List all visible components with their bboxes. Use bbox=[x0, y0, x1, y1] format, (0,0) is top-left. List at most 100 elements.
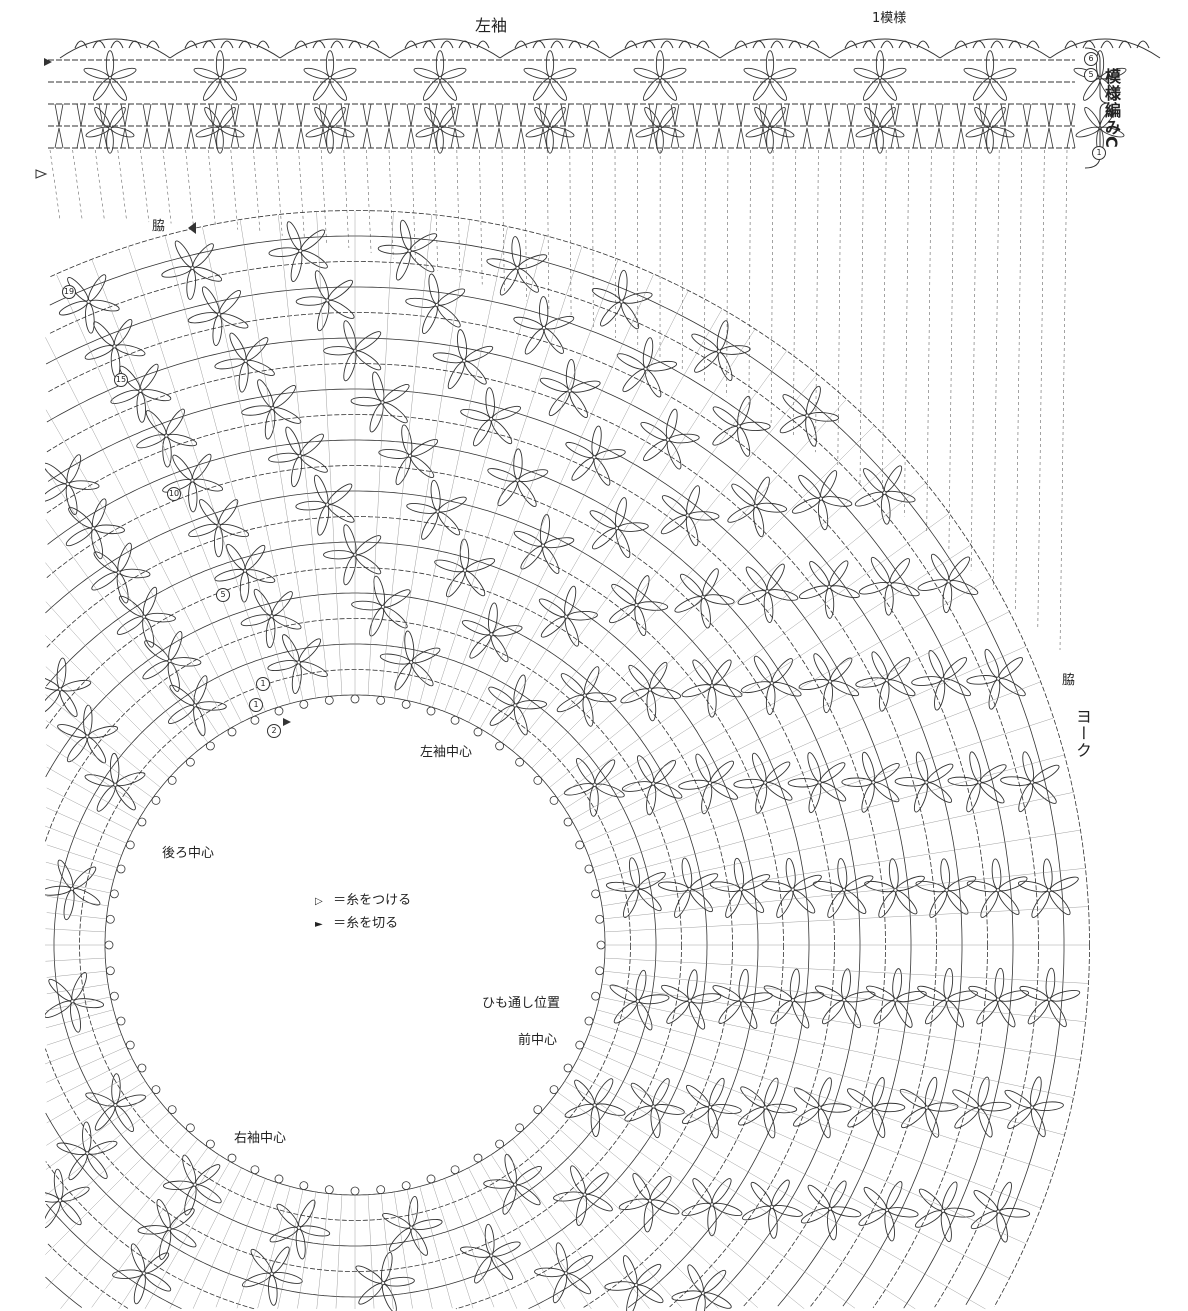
stitch-v bbox=[692, 103, 702, 149]
picot bbox=[227, 727, 237, 737]
petal bbox=[438, 496, 467, 513]
connector-line bbox=[253, 149, 261, 233]
connector-line bbox=[1059, 149, 1068, 651]
petal bbox=[636, 1284, 664, 1304]
picot bbox=[734, 40, 748, 49]
petal bbox=[513, 674, 526, 705]
picot bbox=[105, 966, 115, 976]
petal bbox=[674, 889, 691, 918]
stitch-column bbox=[45, 1009, 114, 1029]
petal bbox=[660, 515, 687, 535]
petal bbox=[924, 1000, 947, 1025]
petal bbox=[314, 106, 331, 128]
petal bbox=[817, 499, 829, 531]
stitch-column bbox=[46, 895, 109, 907]
flower-motif bbox=[379, 630, 441, 691]
connector-line bbox=[881, 149, 887, 500]
picot bbox=[116, 864, 126, 874]
petal bbox=[928, 649, 944, 679]
petal bbox=[488, 602, 498, 634]
stitch-column bbox=[601, 829, 1080, 907]
petal bbox=[314, 270, 329, 300]
petal bbox=[1032, 764, 1060, 783]
connector-line bbox=[859, 149, 864, 484]
petal bbox=[272, 615, 302, 630]
petal bbox=[515, 1184, 541, 1206]
petal bbox=[813, 653, 831, 681]
flower-motif bbox=[91, 542, 151, 604]
stitch-column bbox=[599, 996, 1074, 1098]
row-marker: 6 bbox=[1084, 52, 1098, 66]
petal bbox=[915, 880, 946, 893]
petal bbox=[549, 106, 566, 128]
petal bbox=[71, 972, 87, 1001]
petal bbox=[415, 126, 440, 138]
petal bbox=[688, 511, 720, 521]
petal bbox=[690, 993, 722, 1004]
petal bbox=[635, 969, 647, 1001]
petal bbox=[220, 67, 247, 80]
legend-item: ▷ ＝糸をつける bbox=[315, 890, 411, 913]
stitch-column bbox=[316, 1193, 330, 1310]
picot bbox=[125, 840, 135, 850]
petal bbox=[343, 524, 357, 554]
stitch-column bbox=[257, 1186, 291, 1309]
petal bbox=[968, 985, 998, 1001]
petal bbox=[637, 888, 662, 912]
connector-line bbox=[433, 149, 439, 271]
petal bbox=[737, 395, 751, 426]
petal bbox=[769, 78, 788, 101]
yoke-round bbox=[49, 235, 1065, 1306]
petal bbox=[109, 78, 128, 101]
picot bbox=[624, 40, 638, 49]
picot bbox=[116, 1016, 126, 1026]
petal bbox=[499, 268, 518, 296]
flower-motif bbox=[513, 296, 575, 355]
stitch-v bbox=[934, 103, 944, 149]
flower-motif bbox=[853, 50, 907, 101]
petal bbox=[245, 569, 276, 583]
petal bbox=[644, 369, 662, 398]
petal bbox=[137, 1225, 169, 1235]
petal bbox=[692, 1178, 713, 1204]
stitch-v bbox=[780, 103, 790, 149]
flower-motif bbox=[487, 448, 549, 507]
petal bbox=[656, 128, 664, 154]
flower-motif bbox=[779, 385, 840, 447]
stitch-column bbox=[45, 694, 161, 788]
petal bbox=[944, 1207, 975, 1218]
flower-motif bbox=[591, 269, 653, 330]
flower-motif bbox=[269, 1199, 331, 1260]
picot bbox=[376, 695, 386, 705]
petal bbox=[649, 1175, 672, 1201]
petal bbox=[1019, 985, 1049, 1001]
picot bbox=[137, 817, 147, 827]
row-marker: 1 bbox=[256, 677, 270, 691]
petal bbox=[591, 288, 621, 303]
petal bbox=[929, 890, 948, 918]
petal bbox=[830, 680, 860, 697]
connector-line bbox=[704, 149, 706, 384]
flower-motif bbox=[57, 704, 119, 764]
picot bbox=[1100, 40, 1114, 49]
petal bbox=[460, 408, 491, 421]
picot bbox=[1064, 40, 1078, 49]
petal bbox=[765, 684, 776, 715]
petal bbox=[679, 573, 703, 597]
petal bbox=[469, 634, 492, 659]
flower-motif bbox=[737, 563, 799, 623]
petal bbox=[765, 782, 793, 801]
picot bbox=[366, 40, 380, 49]
stitch-column bbox=[444, 1178, 495, 1308]
picot bbox=[596, 940, 606, 950]
stitch-column bbox=[588, 1034, 1041, 1209]
stitch-column bbox=[45, 519, 209, 743]
stitch-v bbox=[538, 103, 548, 149]
petal bbox=[622, 369, 646, 393]
petal bbox=[295, 500, 327, 511]
stitch-column bbox=[393, 220, 471, 699]
petal bbox=[312, 78, 331, 101]
connector-line bbox=[140, 149, 150, 223]
petal bbox=[323, 346, 354, 356]
petal bbox=[617, 522, 649, 532]
